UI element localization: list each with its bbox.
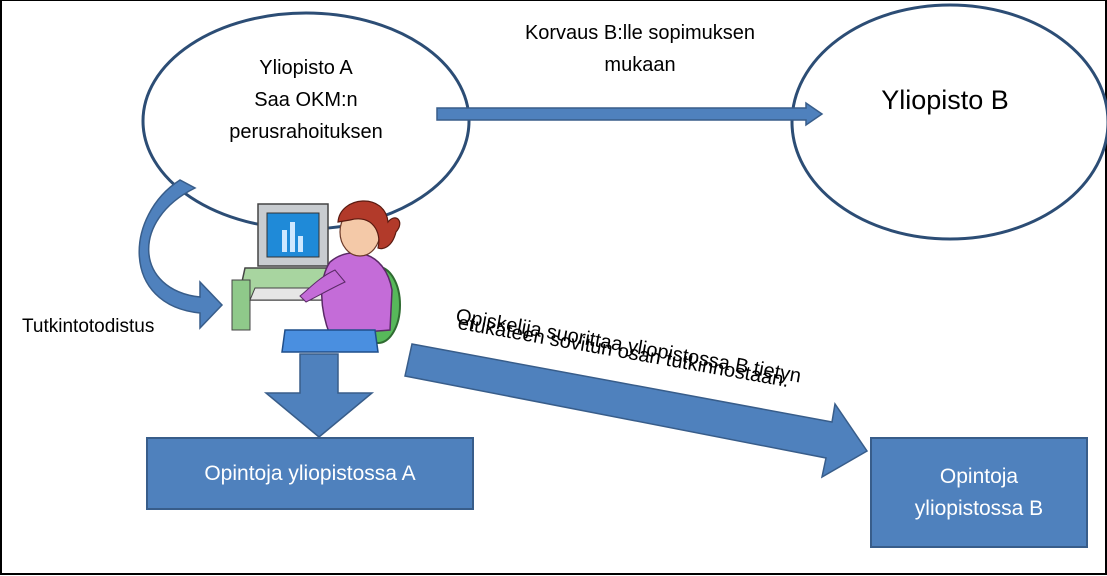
student-at-computer-icon bbox=[231, 200, 401, 353]
diagonal-arrow-to-studies-b bbox=[404, 343, 869, 479]
studies-a-label: Opintoja yliopistossa A bbox=[204, 461, 416, 485]
university-a-funding-line: Saa OKM:n bbox=[254, 89, 358, 111]
university-b-ellipse bbox=[790, 3, 1107, 241]
compensation-label-line1: Korvaus B:lle sopimuksen bbox=[524, 22, 756, 44]
certificate-curved-arrow bbox=[138, 179, 224, 330]
studies-a-box: Opintoja yliopistossa A bbox=[146, 437, 474, 510]
university-a-funding-line-2: perusrahoituksen bbox=[229, 121, 383, 143]
down-arrow-to-studies-a bbox=[263, 353, 375, 438]
compensation-label-line2: mukaan bbox=[604, 54, 676, 76]
university-b-title: Yliopisto B bbox=[881, 85, 1009, 115]
studies-b-label-line1: Opintoja bbox=[939, 464, 1019, 488]
university-a-title: Yliopisto A bbox=[259, 57, 353, 79]
studies-b-box: Opintoja yliopistossa B bbox=[870, 437, 1088, 548]
studies-b-label-line2: yliopistossa B bbox=[914, 496, 1044, 520]
compensation-arrow bbox=[436, 101, 824, 127]
degree-certificate-label: Tutkintotodistus bbox=[22, 316, 155, 337]
